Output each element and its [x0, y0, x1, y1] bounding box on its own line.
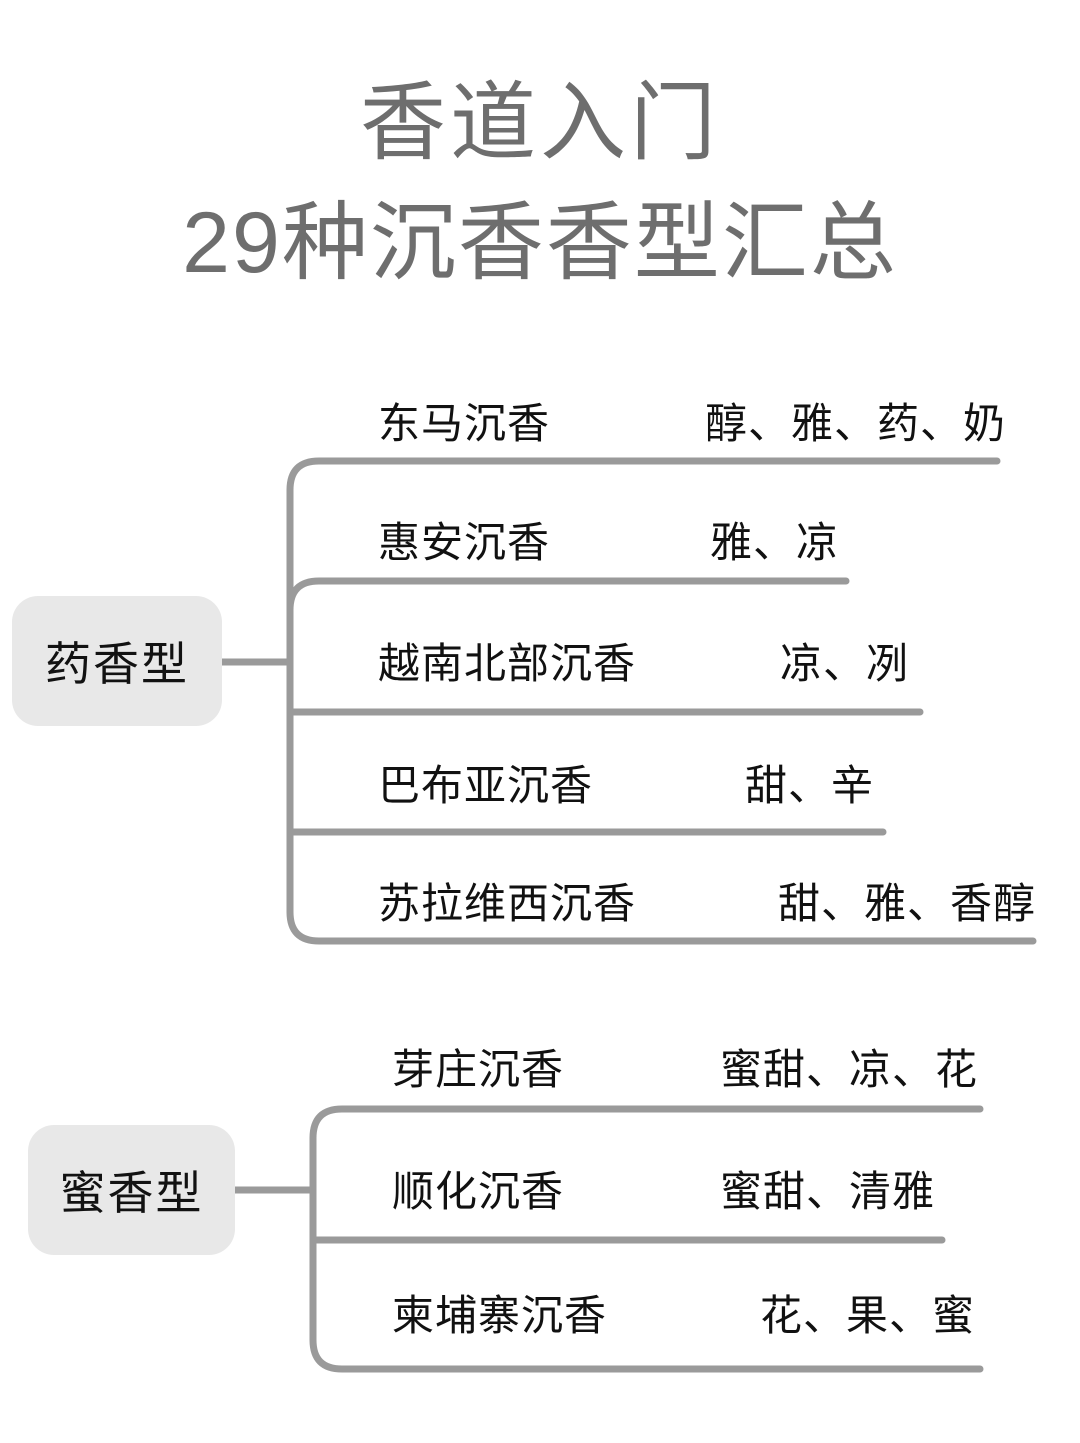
list-item[interactable]: 巴布亚沉香 甜、辛	[0, 752, 1080, 812]
leaf-name: 巴布亚沉香	[378, 761, 594, 809]
category-label: 药香型	[45, 638, 189, 690]
leaf-notes: 蜜甜、清雅	[720, 1167, 936, 1215]
page-subtitle: 29种沉香香型汇总	[182, 194, 898, 291]
leaf-name: 芽庄沉香	[392, 1045, 565, 1093]
leaf-name: 苏拉维西沉香	[378, 879, 637, 927]
page-title: 香道入门	[360, 75, 720, 171]
leaf-name: 越南北部沉香	[378, 639, 637, 687]
leaf-line-1-2	[286, 577, 850, 614]
list-item[interactable]: 顺化沉香 蜜甜、清雅	[0, 1158, 1080, 1218]
leaf-notes: 雅、凉	[710, 518, 840, 566]
list-item[interactable]: 苏拉维西沉香 甜、雅、香醇	[0, 870, 1080, 930]
leaf-notes: 蜜甜、凉、花	[720, 1045, 979, 1093]
leaf-name: 柬埔寨沉香	[392, 1291, 608, 1339]
leaf-notes: 凉、冽	[780, 639, 910, 687]
leaf-notes: 甜、雅、香醇	[778, 879, 1037, 927]
list-item[interactable]: 惠安沉香 雅、凉	[0, 509, 1080, 569]
leaf-notes: 甜、辛	[745, 761, 875, 809]
category-box-yaoxiang[interactable]: 药香型	[12, 596, 222, 726]
category-box-mixiang[interactable]: 蜜香型	[28, 1125, 235, 1255]
leaf-line-1-1	[286, 457, 1001, 494]
list-item[interactable]: 东马沉香 醇、雅、药、奶	[0, 390, 1080, 450]
list-item[interactable]: 越南北部沉香 凉、冽	[0, 630, 1080, 690]
leaf-name: 东马沉香	[378, 399, 551, 447]
leaf-line-2-1	[309, 1105, 984, 1142]
page-header: 香道入门 29种沉香香型汇总	[0, 70, 1080, 297]
category-label: 蜜香型	[59, 1167, 204, 1219]
leaf-notes: 醇、雅、药、奶	[705, 399, 1007, 447]
list-item[interactable]: 柬埔寨沉香 花、果、蜜	[0, 1282, 1080, 1342]
leaf-name: 惠安沉香	[378, 518, 551, 566]
leaf-line-2-3	[309, 1336, 984, 1373]
list-item[interactable]: 芽庄沉香 蜜甜、凉、花	[0, 1036, 1080, 1096]
leaf-notes: 花、果、蜜	[760, 1291, 976, 1339]
leaf-name: 顺化沉香	[392, 1167, 565, 1215]
